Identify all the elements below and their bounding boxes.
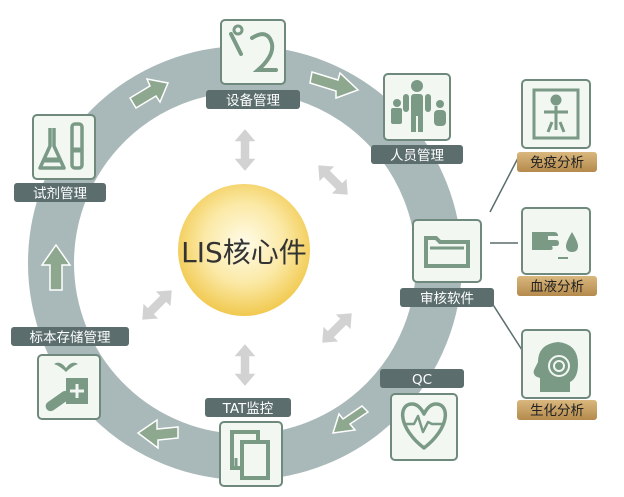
- side-node-blood[interactable]: 血液分析: [517, 207, 597, 296]
- inner-arrow: [316, 163, 350, 197]
- people-icon: [391, 80, 446, 132]
- node-label-bg: [380, 369, 464, 388]
- node-label-bg: [371, 145, 463, 164]
- flask-tube-icon: [229, 24, 278, 72]
- node-label: 人员管理: [390, 148, 444, 164]
- node-qc[interactable]: QC: [380, 369, 464, 461]
- node-label-bg: [14, 183, 106, 202]
- node-review[interactable]: 审核软件: [400, 219, 494, 307]
- center-label: LIS核心件: [181, 236, 307, 269]
- node-label: TAT监控: [222, 401, 274, 417]
- side-label: 血液分析: [530, 279, 584, 295]
- inner-arrow: [231, 126, 259, 174]
- node-label-bg: [206, 90, 300, 109]
- side-label: 生化分析: [530, 403, 584, 419]
- ring-arrow: [331, 405, 370, 434]
- inner-arrow: [140, 288, 174, 322]
- node-label: 设备管理: [226, 92, 280, 109]
- node-label: QC: [412, 372, 432, 388]
- ring-arrow: [136, 418, 179, 450]
- ring-arrow: [128, 77, 170, 110]
- side-label: 免疫分析: [530, 155, 584, 171]
- node-tat[interactable]: TAT监控: [205, 398, 291, 487]
- inner-arrow: [320, 311, 354, 345]
- node-personnel[interactable]: 人员管理: [371, 73, 463, 164]
- node-reagent[interactable]: 试剂管理: [14, 114, 106, 202]
- medicine-icon: [45, 362, 88, 412]
- beaker-icon: [38, 122, 84, 170]
- node-label: 试剂管理: [33, 186, 87, 202]
- xray-body-icon: [532, 88, 580, 140]
- center-glow: [178, 184, 310, 316]
- node-label: 审核软件: [420, 291, 474, 307]
- side-node-biochem[interactable]: 生化分析: [517, 329, 597, 420]
- inner-arrow: [231, 341, 259, 389]
- ring-arrow: [40, 243, 72, 291]
- side-label-bg: [517, 152, 597, 172]
- node-specimen[interactable]: 标本存储管理: [11, 327, 129, 420]
- node-equipment[interactable]: 设备管理: [206, 19, 300, 109]
- connector-line: [489, 157, 519, 213]
- node-label-bg: [205, 398, 291, 417]
- finger-drop-icon: [532, 232, 578, 259]
- node-label: 标本存储管理: [30, 330, 111, 346]
- side-label-bg: [517, 276, 597, 296]
- heart-pulse-icon: [400, 402, 448, 450]
- ring-arrow: [309, 71, 360, 100]
- side-node-immuno[interactable]: 免疫分析: [517, 79, 597, 172]
- side-label-bg: [517, 400, 597, 420]
- document-icon: [230, 430, 270, 480]
- node-label-bg: [11, 327, 129, 346]
- folder-icon: [424, 236, 470, 268]
- connector-line: [489, 299, 523, 351]
- head-spiral-icon: [533, 342, 578, 392]
- node-label-bg: [400, 288, 494, 307]
